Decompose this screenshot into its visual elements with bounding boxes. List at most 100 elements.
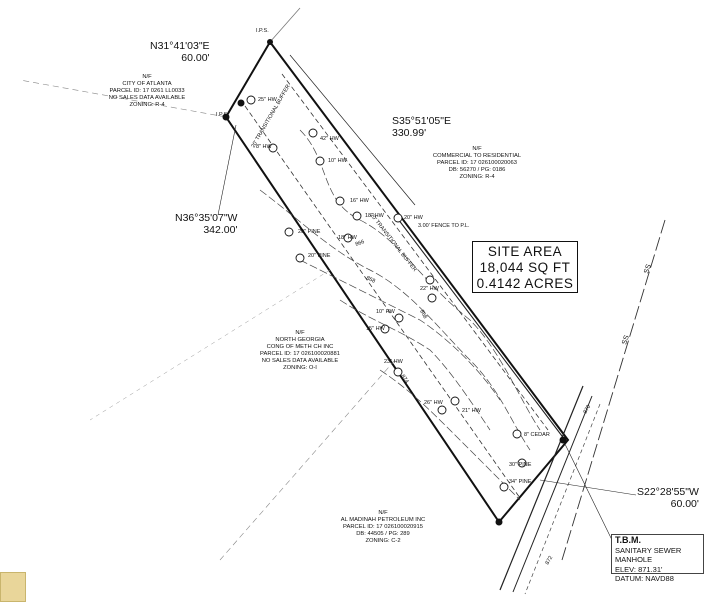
corner-pin-se — [559, 436, 567, 444]
tree-icon — [246, 95, 256, 105]
bearing-left-value: N36°35'07"W — [175, 212, 238, 224]
tbm-leader — [562, 439, 613, 541]
contour-line-3 — [299, 259, 501, 401]
bearing-bottom-distance: 60.00' — [670, 498, 699, 510]
bearing-label-right: S35°51'05"E 330.99' — [392, 115, 451, 139]
dim-line-left — [217, 124, 237, 216]
adjacent-line-4 — [89, 269, 331, 421]
tree-icon — [512, 429, 522, 439]
adjacent-line-2 — [19, 79, 227, 118]
bearing-right-value: S35°51'05"E — [392, 115, 451, 127]
dim-line-right — [289, 54, 416, 206]
buffer-label-east: 20' TRANSITIONAL BUFFER — [368, 213, 417, 273]
contour-label: 872 — [545, 555, 555, 566]
tree-icon — [268, 143, 278, 153]
tree-labels: 25" HW 8" HW 42" HW 10" HW 16" HW 18" HW… — [256, 97, 550, 485]
site-area-box: SITE AREA 18,044 SQ FT 0.4142 ACRES — [472, 241, 578, 293]
site-area-title: SITE AREA — [487, 244, 563, 259]
tree-icon — [450, 396, 460, 406]
corner-pin-nw — [222, 113, 230, 121]
contour-line-2 — [259, 189, 531, 451]
contour-label: 868 — [418, 309, 428, 320]
tree-icon — [393, 367, 403, 377]
tree-icon — [517, 458, 527, 468]
contour-line-4 — [339, 299, 491, 431]
svg-text:16" HW: 16" HW — [350, 198, 370, 204]
row-line-1 — [499, 385, 584, 591]
bearing-top-distance: 60.00' — [181, 52, 210, 64]
tree-icon — [437, 405, 447, 415]
bottom-bearing-leader — [539, 479, 637, 496]
svg-text:20" PINE: 20" PINE — [298, 229, 321, 235]
svg-text:10" HW: 10" HW — [376, 309, 396, 315]
tree-icon — [393, 213, 403, 223]
bearing-left-distance: 342.00' — [203, 224, 238, 236]
tree-icon — [284, 227, 294, 237]
tree-icon — [335, 196, 345, 206]
pin-label: I.P.S. — [216, 112, 229, 118]
tbm-datum: DATUM: NAVD88 — [615, 574, 674, 584]
svg-text:20" HW: 20" HW — [404, 215, 424, 221]
site-area-acres: 0.4142 ACRES — [476, 276, 574, 291]
tree-icon — [308, 128, 318, 138]
tbm-elevation: ELEV: 871.31' — [615, 564, 663, 574]
ip-label: I.P.S. — [256, 28, 269, 34]
svg-text:8" CEDAR: 8" CEDAR — [524, 432, 550, 438]
contour-label: 866 — [355, 239, 366, 248]
contour-label: 874 — [399, 374, 409, 385]
corner-pin-w — [237, 99, 245, 107]
svg-text:25" HW: 25" HW — [258, 97, 278, 103]
corner-logo-icon — [0, 572, 26, 602]
sewer-label-2: SS — [621, 334, 631, 345]
svg-text:18" HW: 18" HW — [338, 235, 358, 241]
corner-pin-sw — [495, 518, 503, 526]
buffer-label-west: 20' TRANSITIONAL BUFFER — [251, 84, 292, 149]
adjacent-line-1 — [269, 7, 301, 43]
svg-text:15" HW: 15" HW — [366, 326, 386, 332]
bearing-right-distance: 330.99' — [392, 127, 427, 139]
tree-icon — [352, 211, 362, 221]
bearing-top-value: N31°41'03"E — [150, 40, 210, 52]
bearing-label-bottom: S22°28'55"W 60.00' — [637, 486, 699, 510]
sewer-label-1: SS — [643, 263, 653, 274]
corner-pin-ne — [267, 39, 273, 45]
bearing-label-top: N31°41'03"E 60.00' — [150, 40, 210, 64]
bearing-bottom-value: S22°28'55"W — [637, 486, 699, 498]
tbm-box: T.B.M. SANITARY SEWER MANHOLE ELEV: 871.… — [611, 534, 704, 583]
tree-icon — [380, 324, 390, 334]
contour-line-1 — [299, 129, 541, 431]
tree-icon — [425, 275, 435, 285]
svg-text:34" PINE: 34" PINE — [509, 479, 532, 485]
tree-icon — [343, 233, 353, 243]
tree-icon — [394, 313, 404, 323]
tree-icon — [315, 156, 325, 166]
tbm-title: T.B.M. — [615, 535, 641, 545]
site-area-sqft: 18,044 SQ FT — [479, 260, 571, 275]
tree-icon — [427, 293, 437, 303]
svg-text:20" PINE: 20" PINE — [308, 253, 331, 259]
svg-text:10" HW: 10" HW — [328, 158, 348, 164]
svg-text:30" PINE: 30" PINE — [509, 462, 532, 468]
sewer-line — [561, 219, 666, 561]
row-line-2 — [512, 395, 593, 593]
contour-label: 868 — [365, 275, 376, 284]
fence-line — [394, 214, 566, 441]
svg-text:18" HW: 18" HW — [365, 213, 385, 219]
svg-text:26" HW: 26" HW — [424, 400, 444, 406]
tbm-description: SANITARY SEWER MANHOLE — [615, 545, 682, 565]
svg-text:21" HW: 21" HW — [462, 408, 482, 414]
contour-label: 870 — [583, 404, 593, 415]
svg-text:23" HW: 23" HW — [384, 359, 404, 365]
tree-icon — [499, 482, 509, 492]
bearing-label-left: N36°35'07"W 342.00' — [175, 212, 237, 236]
tree-symbols — [246, 95, 527, 492]
row-line-3 — [524, 403, 601, 595]
svg-text:8" HW: 8" HW — [256, 144, 273, 150]
adjacent-line-3 — [219, 359, 396, 561]
svg-text:22" HW: 22" HW — [420, 286, 440, 292]
